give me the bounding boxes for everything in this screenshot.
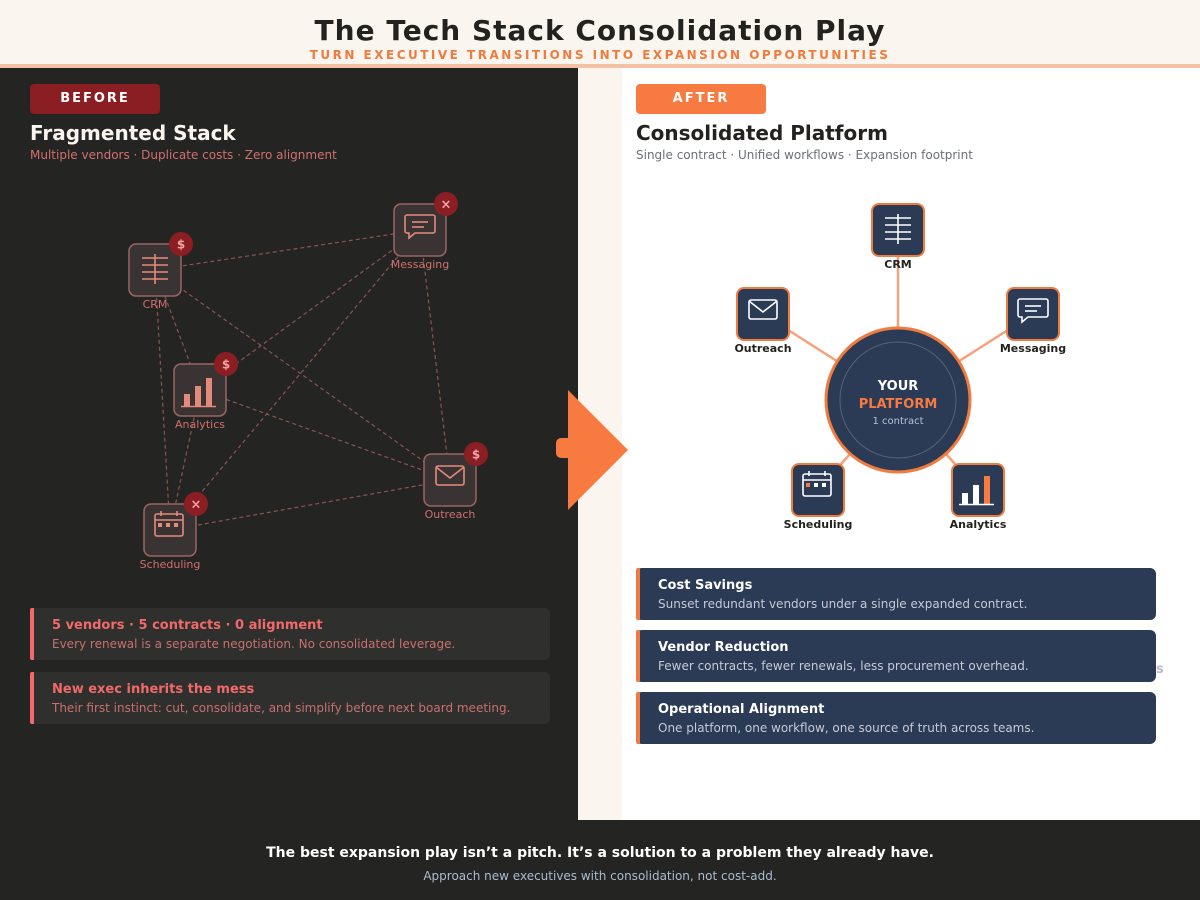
bar-chart-icon xyxy=(962,476,990,504)
after-card-cost-savings: Cost Savings Sunset redundant vendors un… xyxy=(636,568,1156,620)
before-card-new-exec: New exec inherits the mess Their first i… xyxy=(30,672,550,724)
chat-icon xyxy=(1017,298,1049,324)
page-title: The Tech Stack Consolidation Play xyxy=(314,14,886,47)
hub-label-line2: PLATFORM xyxy=(859,397,938,412)
before-subtitle: Multiple vendors · Duplicate costs · Zer… xyxy=(30,148,337,162)
header-divider xyxy=(0,64,1200,68)
before-node-label: Analytics xyxy=(175,418,225,431)
bar-chart-icon xyxy=(184,378,212,406)
transition-arrow-icon xyxy=(556,390,628,510)
after-node-label: Scheduling xyxy=(784,518,853,531)
before-node-scheduling: × Scheduling xyxy=(140,492,208,571)
warning-marker-text: × xyxy=(191,498,202,513)
card-accent xyxy=(636,630,640,682)
footer-banner: The best expansion play isn’t a pitch. I… xyxy=(0,820,1200,900)
hub-label-line1: YOUR xyxy=(877,379,919,394)
card-title: New exec inherits the mess xyxy=(52,682,255,697)
before-card-vendors: 5 vendors · 5 contracts · 0 alignment Ev… xyxy=(30,608,550,660)
after-node-label: CRM xyxy=(884,258,912,271)
page-header: The Tech Stack Consolidation Play TURN E… xyxy=(0,0,1200,64)
cost-marker-text: $ xyxy=(472,448,480,462)
after-subtitle: Single contract · Unified workflows · Ex… xyxy=(636,148,973,162)
after-node-label: Outreach xyxy=(734,342,791,355)
before-node-crm: $ CRM xyxy=(128,232,193,311)
mail-icon xyxy=(435,465,465,486)
card-description: Every renewal is a separate negotiation.… xyxy=(52,637,456,651)
mail-icon xyxy=(748,299,778,320)
overflow-text: s xyxy=(1156,662,1164,677)
warning-marker xyxy=(184,492,208,516)
after-node-label: Analytics xyxy=(950,518,1007,531)
after-node-crm: CRM xyxy=(871,203,925,271)
cost-marker-text: $ xyxy=(177,238,185,252)
card-description: One platform, one workflow, one source o… xyxy=(658,721,1035,735)
before-title: Fragmented Stack xyxy=(30,121,236,145)
card-description: Their first instinct: cut, consolidate, … xyxy=(52,701,511,715)
card-accent xyxy=(636,568,640,620)
card-accent xyxy=(30,672,34,724)
cost-marker xyxy=(214,352,238,376)
after-node-messaging: Messaging xyxy=(1000,287,1066,355)
card-description: Fewer contracts, fewer renewals, less pr… xyxy=(658,659,1029,673)
before-node-label: CRM xyxy=(143,298,168,311)
cost-marker-text: $ xyxy=(222,358,230,372)
calendar-icon xyxy=(802,471,832,497)
warning-marker-text: × xyxy=(441,198,452,213)
footer-subline: Approach new executives with consolidati… xyxy=(423,869,777,883)
footer-headline: The best expansion play isn’t a pitch. I… xyxy=(266,845,934,861)
before-node-analytics: $ Analytics xyxy=(173,352,238,431)
card-title: Cost Savings xyxy=(658,578,753,593)
after-card-vendor-reduction: Vendor Reduction Fewer contracts, fewer … xyxy=(636,630,1156,682)
hub-contract-count: 1 contract xyxy=(872,416,923,427)
card-accent xyxy=(30,608,34,660)
cost-marker xyxy=(169,232,193,256)
before-node-label: Outreach xyxy=(425,508,476,521)
before-node-label: Messaging xyxy=(391,258,449,271)
cost-marker xyxy=(464,442,488,466)
before-node-messaging: × Messaging xyxy=(391,192,458,271)
list-icon xyxy=(885,214,911,244)
card-accent xyxy=(636,692,640,744)
before-badge: BEFORE xyxy=(30,84,160,114)
card-description: Sunset redundant vendors under a single … xyxy=(658,597,1028,611)
warning-marker xyxy=(434,192,458,216)
before-node-label: Scheduling xyxy=(140,558,201,571)
card-title: Vendor Reduction xyxy=(658,640,789,655)
after-node-outreach: Outreach xyxy=(734,287,792,355)
card-title: 5 vendors · 5 contracts · 0 alignment xyxy=(52,618,323,633)
before-node-outreach: $ Outreach xyxy=(423,442,488,521)
card-title: Operational Alignment xyxy=(658,702,825,717)
after-title: Consolidated Platform xyxy=(636,121,888,145)
after-node-analytics: Analytics xyxy=(950,463,1007,531)
platform-hub: YOUR PLATFORM 1 contract xyxy=(824,326,972,474)
after-card-operational-alignment: Operational Alignment One platform, one … xyxy=(636,692,1156,744)
after-node-label: Messaging xyxy=(1000,342,1066,355)
page-subtitle: TURN EXECUTIVE TRANSITIONS INTO EXPANSIO… xyxy=(309,48,891,62)
after-badge: AFTER xyxy=(636,84,766,114)
chat-icon xyxy=(404,214,436,240)
calendar-icon xyxy=(154,511,184,537)
list-icon xyxy=(142,254,168,284)
after-node-scheduling: Scheduling xyxy=(784,463,853,531)
